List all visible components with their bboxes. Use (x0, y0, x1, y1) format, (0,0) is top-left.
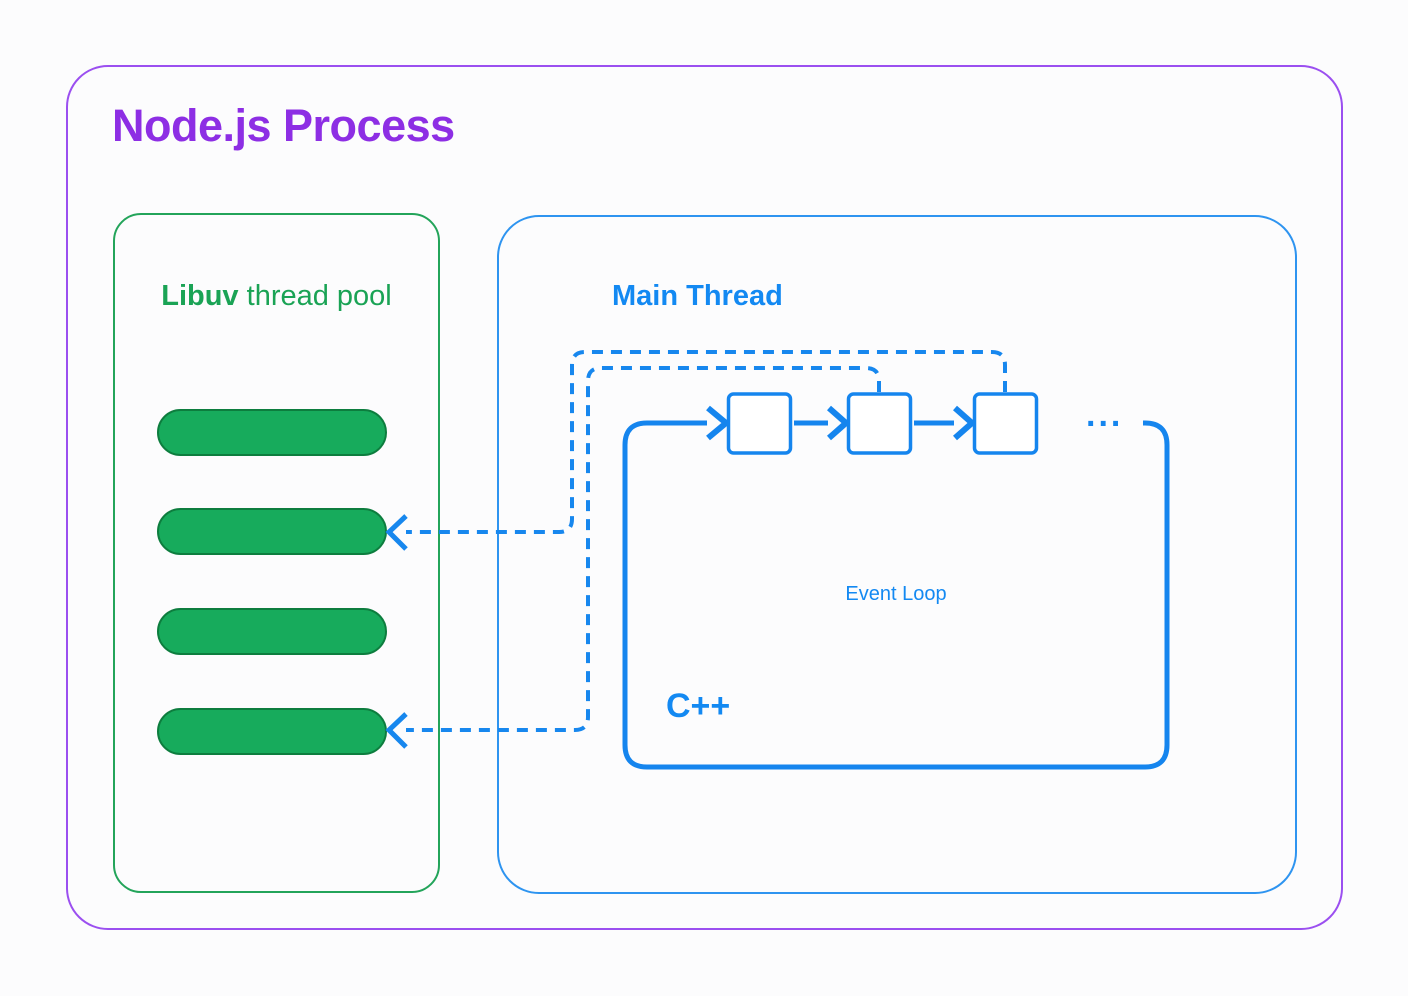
libuv-thread-pool-title: Libuv thread pool (113, 280, 440, 313)
worker-thread-pill-4 (157, 708, 387, 755)
libuv-title-bold: Libuv (161, 280, 239, 312)
libuv-title-regular: thread pool (238, 280, 392, 312)
nodejs-process-title: Node.js Process (112, 100, 455, 151)
main-thread-box (497, 215, 1297, 894)
worker-thread-pill-2 (157, 508, 387, 555)
queue-ellipsis-label: ... (1086, 396, 1124, 434)
event-loop-label: Event Loop (845, 583, 947, 605)
worker-thread-pill-1 (157, 409, 387, 456)
main-thread-title: Main Thread (612, 280, 783, 312)
cpp-label: C++ (666, 687, 731, 725)
nodejs-process-box (66, 65, 1343, 930)
worker-thread-pill-3 (157, 608, 387, 655)
